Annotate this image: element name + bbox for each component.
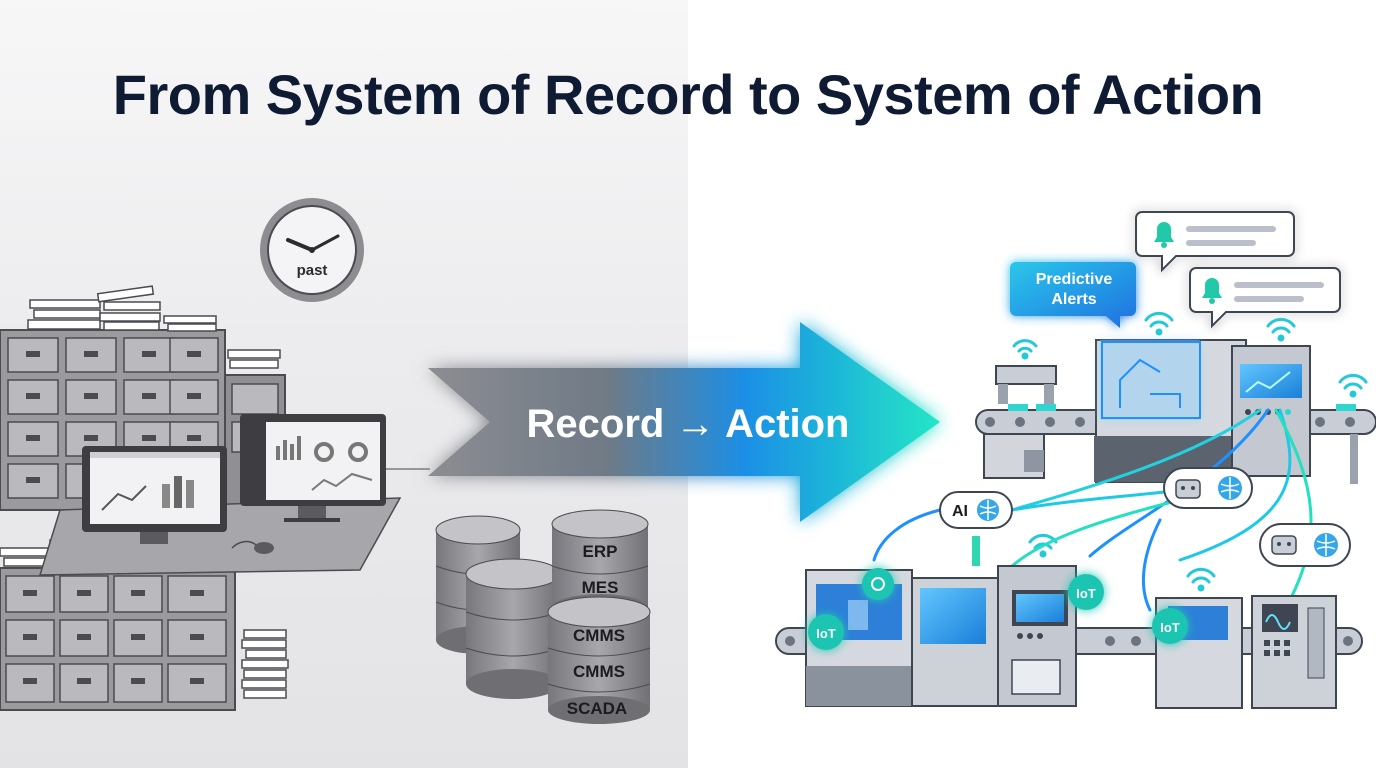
- bell-icon: [1202, 278, 1222, 304]
- brain-icon: [1314, 533, 1338, 557]
- wifi-icon-4: [1338, 373, 1368, 398]
- page-title: From System of Record to System of Actio…: [112, 63, 1264, 126]
- ai-label: AI: [952, 503, 968, 520]
- robot-brain-badge-2: [1259, 523, 1351, 567]
- database-label-scada: SCADA: [567, 699, 627, 718]
- computer-monitor-right: [240, 414, 386, 522]
- transition-arrow: Record → Action: [428, 322, 940, 522]
- iot-label-1: IoT: [816, 626, 836, 641]
- robot-icon: [1271, 535, 1297, 555]
- database-label-cmms-2: CMMS: [573, 662, 625, 681]
- database-cylinder-labeled-2: [547, 596, 651, 724]
- wifi-icon-2: [1144, 311, 1174, 336]
- clock-label: past: [297, 262, 328, 279]
- arrow-label: Record → Action: [527, 402, 850, 446]
- alert-bubble-2: [1189, 267, 1341, 329]
- alert-bubble-1: [1135, 211, 1295, 273]
- database-cylinder-plain-2: [465, 558, 561, 699]
- iot-badge-3: IoT: [1152, 608, 1188, 644]
- bell-icon: [1154, 222, 1174, 248]
- database-label-erp: ERP: [583, 542, 618, 561]
- wifi-icon-6: [1186, 567, 1216, 592]
- mouse-icon: [254, 542, 274, 554]
- robot-brain-badge-1: [1163, 467, 1253, 509]
- robot-icon: [1175, 479, 1201, 499]
- database-label-cmms-1: CMMS: [573, 626, 625, 645]
- iot-badges: IoT IoT IoT: [808, 568, 1188, 650]
- database-stacks: ERP MES CMMS CMMS SCADA: [435, 509, 651, 724]
- paper-stacks-top: [27, 285, 281, 369]
- iot-label-3: IoT: [1160, 620, 1180, 635]
- robot-gripper: [995, 365, 1057, 404]
- iot-badge-2: IoT: [1068, 574, 1104, 610]
- filing-cabinets-bottom: [0, 567, 236, 711]
- clock-icon: past: [260, 198, 364, 302]
- ai-brain-badge: AI: [939, 491, 1013, 529]
- iot-badge-1: IoT: [808, 614, 844, 650]
- lower-machine-main: [805, 536, 1077, 707]
- wifi-icon-3: [1266, 317, 1296, 342]
- predictive-line-2: Alerts: [1051, 291, 1096, 308]
- computer-monitor-left: [82, 446, 227, 544]
- predictive-alerts-badge: Predictive Alerts: [1010, 262, 1136, 328]
- database-label-mes: MES: [582, 578, 619, 597]
- predictive-line-1: Predictive: [1036, 271, 1113, 288]
- sensor-icon: [862, 568, 894, 600]
- data-flow-lines: [872, 408, 1313, 612]
- wifi-icon-1: [1012, 339, 1038, 360]
- brain-icon: [977, 499, 999, 521]
- brain-icon: [1218, 476, 1242, 500]
- iot-label-2: IoT: [1076, 586, 1096, 601]
